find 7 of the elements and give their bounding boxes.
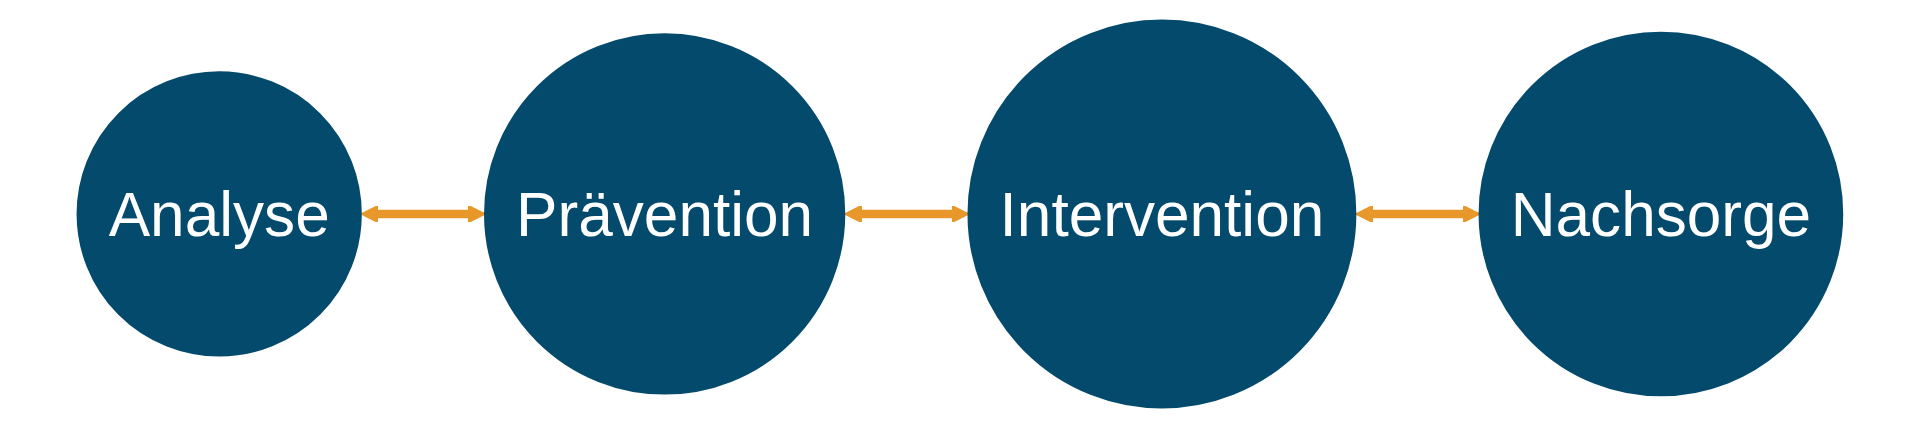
node-circle: Nachsorge <box>1478 31 1844 397</box>
node-circle: Analyse <box>76 71 362 357</box>
arrow <box>844 204 970 224</box>
node-circle: Intervention <box>967 19 1357 409</box>
arrow <box>360 204 486 224</box>
arrow <box>1355 204 1481 224</box>
node-circle: Prävention <box>484 33 846 395</box>
